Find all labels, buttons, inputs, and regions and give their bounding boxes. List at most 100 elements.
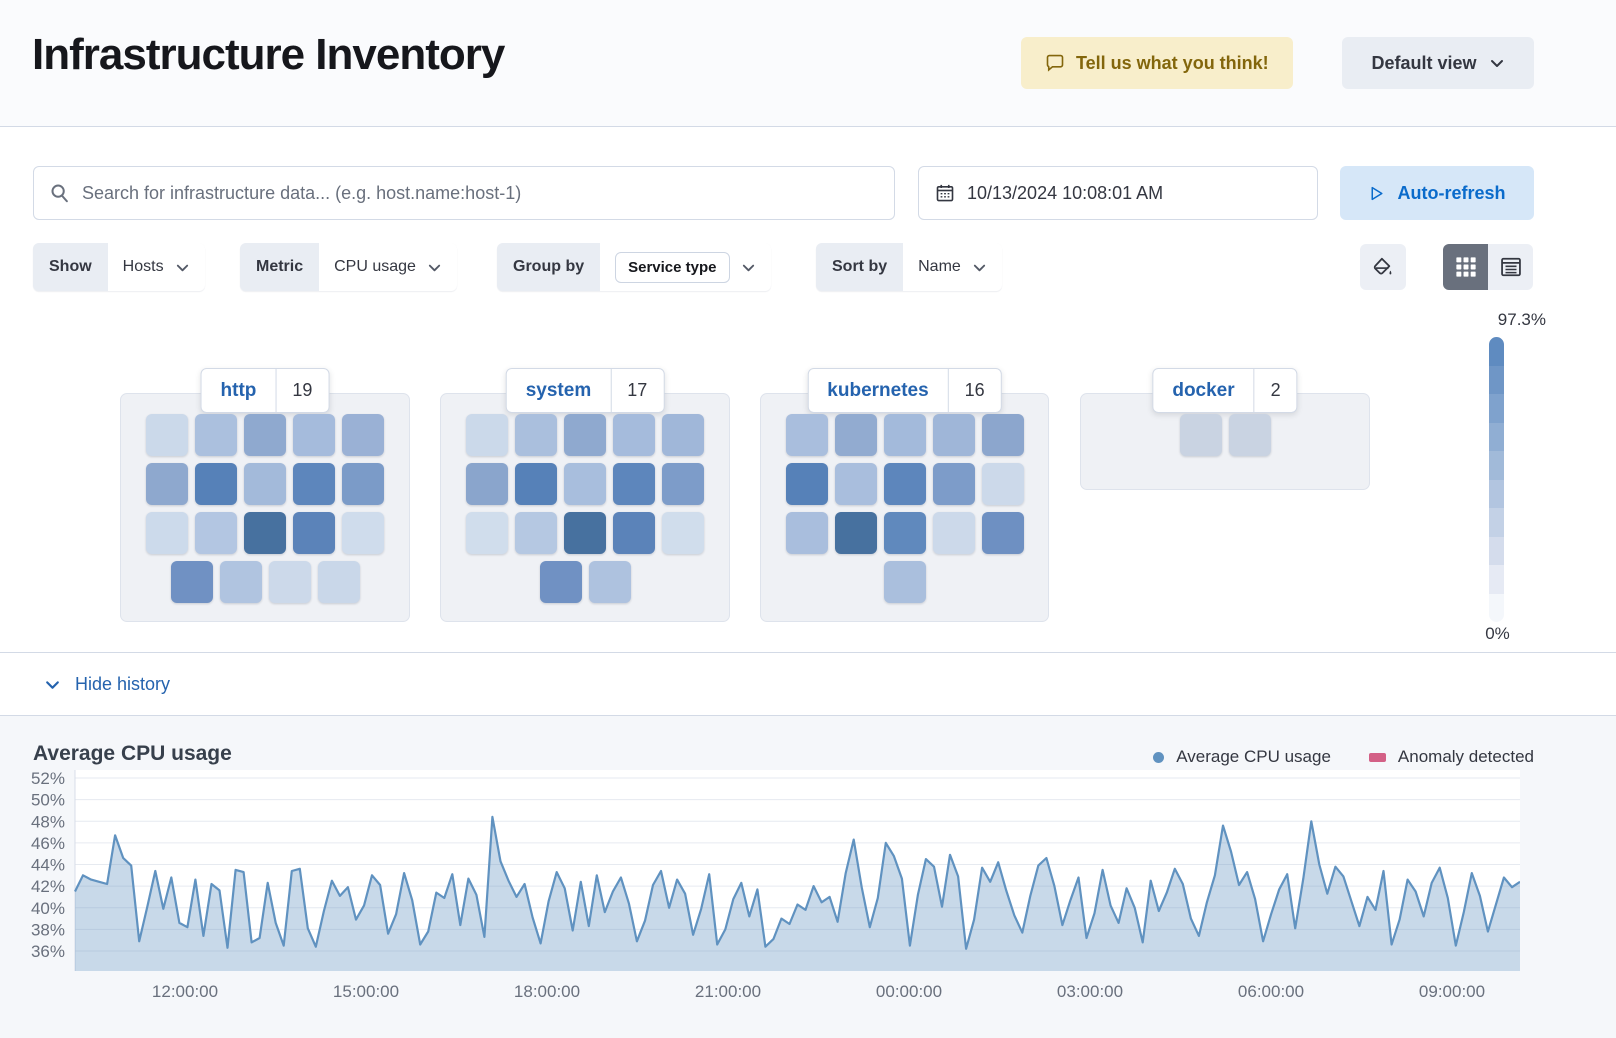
chevron-down-icon [428,264,441,271]
host-tile[interactable] [981,463,1024,505]
search-icon [50,183,70,203]
host-tile[interactable] [564,414,606,456]
host-tile[interactable] [515,463,557,505]
host-tile[interactable] [219,561,262,603]
host-tile[interactable] [515,512,557,554]
show-control[interactable]: Show Hosts [33,243,205,291]
auto-refresh-button[interactable]: Auto-refresh [1340,166,1534,220]
play-icon [1368,185,1385,202]
host-tile[interactable] [146,414,188,456]
host-tile[interactable] [293,463,335,505]
host-tile[interactable] [981,414,1024,456]
saved-view-selector[interactable]: Default view [1342,37,1534,89]
host-tile[interactable] [883,463,926,505]
search-bar[interactable] [33,166,895,220]
host-tile[interactable] [268,561,311,603]
group-by-chip[interactable]: Service type [615,251,730,283]
color-legend-step [1489,479,1504,508]
host-tile[interactable] [539,561,582,603]
group-name[interactable]: http [220,379,257,401]
host-tile[interactable] [195,463,237,505]
page-header: Infrastructure Inventory Tell us what yo… [0,0,1616,127]
host-tile[interactable] [1179,414,1222,456]
x-axis-tick: 00:00:00 [876,982,942,1000]
host-tile[interactable] [883,414,926,456]
host-tile[interactable] [244,512,286,554]
host-tile[interactable] [293,414,335,456]
host-tile[interactable] [342,414,384,456]
table-view-button[interactable] [1488,244,1533,290]
group-count: 17 [627,380,648,400]
host-tile[interactable] [785,414,828,456]
legend-item-anomaly[interactable]: Anomaly detected [1368,747,1534,767]
host-tile[interactable] [466,512,508,554]
show-value: Hosts [122,258,164,275]
host-tile[interactable] [170,561,213,603]
show-label: Show [33,243,108,291]
table-list-icon [1500,257,1521,277]
host-tile[interactable] [613,414,655,456]
host-tile[interactable] [515,414,557,456]
host-tile[interactable] [662,512,704,554]
group-count: 19 [292,380,313,400]
host-tile[interactable] [466,463,508,505]
host-tile[interactable] [342,463,384,505]
search-input[interactable] [82,182,878,204]
host-tile[interactable] [195,414,237,456]
host-tile[interactable] [932,512,975,554]
color-legend-step [1489,337,1504,366]
legend-item-series[interactable]: Average CPU usage [1153,747,1331,767]
group-by-control[interactable]: Group by Service type [497,243,771,291]
host-tile[interactable] [466,414,508,456]
hide-history-label: Hide history [75,673,171,694]
feedback-button[interactable]: Tell us what you think! [1021,37,1293,89]
host-tile[interactable] [146,463,188,505]
host-tile[interactable] [146,512,188,554]
host-tile[interactable] [662,414,704,456]
host-tile[interactable] [932,414,975,456]
host-tile[interactable] [244,414,286,456]
calendar-icon [935,183,955,203]
hide-history-link[interactable]: Hide history [44,674,170,695]
date-time-picker[interactable]: 10/13/2024 10:08:01 AM [918,166,1318,220]
host-tile[interactable] [834,414,877,456]
chart-title: Average CPU usage [33,742,232,765]
host-tile[interactable] [244,463,286,505]
host-tile[interactable] [564,512,606,554]
legend-options-button[interactable] [1360,244,1406,290]
host-tile[interactable] [785,512,828,554]
chart-legend: Average CPU usage Anomaly detected [1153,747,1534,767]
host-tile[interactable] [588,561,631,603]
group-chip-http[interactable]: http 19 [200,368,330,413]
host-tile[interactable] [613,463,655,505]
host-tile[interactable] [932,463,975,505]
host-tile[interactable] [834,463,877,505]
map-view-button[interactable] [1443,244,1488,290]
host-tile[interactable] [981,512,1024,554]
host-tile[interactable] [662,463,704,505]
host-tile[interactable] [785,463,828,505]
sort-by-control[interactable]: Sort by Name [816,243,1002,291]
host-tile[interactable] [317,561,360,603]
host-tile[interactable] [883,512,926,554]
host-tile[interactable] [342,512,384,554]
host-tile[interactable] [564,463,606,505]
group-name[interactable]: docker [1172,379,1235,401]
chip-divider [610,369,612,412]
y-axis-tick: 38% [31,920,65,939]
host-tile[interactable] [834,512,877,554]
y-axis-tick: 48% [31,812,65,831]
host-tile[interactable] [1228,414,1271,456]
host-tile[interactable] [883,561,926,603]
group-chip-system[interactable]: system 17 [505,368,665,413]
host-tile[interactable] [195,512,237,554]
group-name[interactable]: kubernetes [827,379,929,401]
group-name[interactable]: system [525,379,592,401]
host-tile[interactable] [293,512,335,554]
host-tile[interactable] [613,512,655,554]
metric-control[interactable]: Metric CPU usage [240,243,457,291]
